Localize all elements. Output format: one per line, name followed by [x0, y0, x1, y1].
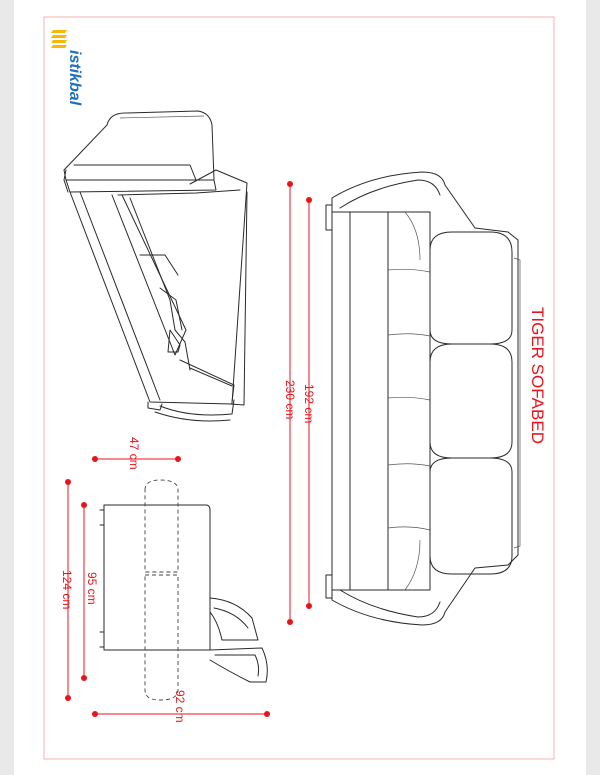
dimension-192cm: 192 cm: [302, 197, 316, 609]
paper-sheet: [14, 0, 586, 775]
dimension-95cm: 95 cm: [81, 502, 99, 681]
brand-name: istikbal: [66, 50, 83, 106]
dimension-92cm: 92 cm: [92, 690, 270, 723]
dim-label-192: 192 cm: [302, 384, 316, 423]
dim-label-230: 230 cm: [283, 380, 297, 419]
dim-label-47: 47 cm: [127, 437, 141, 470]
dimension-124cm: 124 cm: [60, 479, 74, 701]
dim-label-124: 124 cm: [60, 570, 74, 609]
dim-label-95: 95 cm: [85, 572, 99, 605]
page-frame: [43, 16, 555, 760]
dimension-47cm: 47 cm: [92, 437, 181, 470]
dimension-230cm: 230 cm: [283, 181, 297, 625]
logo-wave-icon: [51, 30, 67, 48]
dim-label-92: 92 cm: [173, 690, 187, 723]
sofabed-front-view: [325, 171, 521, 626]
brand-logo: istikbal: [51, 30, 83, 106]
sofabed-depth-view: [99, 479, 268, 701]
product-title: TIGER SOFABED: [528, 307, 547, 444]
sofabed-side-profile-view: [63, 110, 248, 422]
